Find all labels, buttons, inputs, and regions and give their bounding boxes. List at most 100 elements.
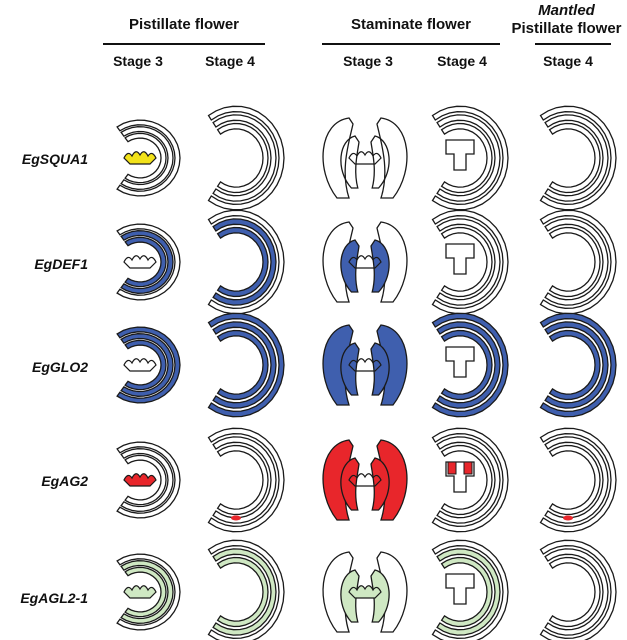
perianth-whorl xyxy=(436,321,501,409)
stamen-blade xyxy=(370,239,390,293)
header-rule-pistillate xyxy=(103,43,265,45)
perianth-whorl xyxy=(216,226,269,298)
gene-label: EgDEF1 xyxy=(34,256,88,272)
gene-label: EgSQUA1 xyxy=(21,151,88,167)
pistillode xyxy=(445,346,475,378)
flower-section xyxy=(207,209,285,315)
perianth-whorl xyxy=(539,312,617,418)
perianth-whorl xyxy=(544,436,609,524)
petal-blade xyxy=(376,117,408,199)
perianth-whorl xyxy=(548,122,601,194)
perianth-whorl xyxy=(212,114,277,202)
stage-label: Stage 3 xyxy=(113,53,163,69)
ovule-expression-dot xyxy=(563,515,573,521)
flower-section xyxy=(322,324,408,406)
flower-section xyxy=(322,551,408,633)
flower-section xyxy=(207,312,285,418)
perianth-whorl xyxy=(212,436,277,524)
pistillode xyxy=(445,139,475,171)
stage-label: Stage 4 xyxy=(205,53,255,69)
flower-section xyxy=(207,427,285,533)
header-mantled: Mantled xyxy=(538,2,595,19)
perianth-whorl xyxy=(436,548,501,636)
perianth-whorl xyxy=(120,126,174,190)
flower-section xyxy=(539,209,617,315)
perianth-whorl xyxy=(436,218,501,306)
flower-section xyxy=(116,553,181,631)
perianth-whorl xyxy=(548,226,601,298)
perianth-whorl xyxy=(124,236,167,288)
gynoecium xyxy=(123,473,157,487)
stamen-blade xyxy=(340,342,360,396)
perianth-whorl xyxy=(544,218,609,306)
perianth-whorl xyxy=(216,444,269,516)
perianth-whorl xyxy=(124,566,167,618)
perianth-whorl xyxy=(431,209,509,315)
perianth-whorl xyxy=(212,321,277,409)
perianth-whorl xyxy=(544,114,609,202)
gynoecium xyxy=(348,473,382,487)
header-pistillate-flower: Pistillate flower xyxy=(128,16,240,33)
flower-section xyxy=(431,105,509,211)
flower-section xyxy=(539,105,617,211)
perianth-whorl xyxy=(216,329,269,401)
gene-label: EgAGL2-1 xyxy=(20,590,88,606)
perianth-whorl xyxy=(120,333,174,397)
flower-section xyxy=(431,539,509,640)
flower-section xyxy=(116,326,181,404)
flower-section xyxy=(207,105,285,211)
perianth-whorl xyxy=(207,105,285,211)
header-staminate-flower: Staminate flower xyxy=(350,16,472,33)
perianth-whorl xyxy=(431,427,509,533)
flower-section xyxy=(116,119,181,197)
perianth-whorl xyxy=(124,454,167,506)
stage-label: Stage 3 xyxy=(343,53,393,69)
stamen-blade xyxy=(370,569,390,623)
perianth-whorl xyxy=(436,114,501,202)
flower-section xyxy=(116,441,181,519)
perianth-whorl xyxy=(116,119,181,197)
gynoecium xyxy=(123,151,157,165)
stamen-blade xyxy=(340,569,360,623)
header-rule-staminate xyxy=(322,43,500,45)
perianth-whorl xyxy=(539,427,617,533)
perianth-whorl xyxy=(440,556,493,628)
gynoecium xyxy=(123,255,157,269)
perianth-whorl xyxy=(440,444,493,516)
header-mantled-pistillate-flower: Pistillate flower xyxy=(511,20,622,37)
perianth-whorl xyxy=(207,427,285,533)
perianth-whorl xyxy=(431,539,509,640)
gynoecium xyxy=(348,585,382,599)
stamen-blade xyxy=(370,135,390,189)
staminode xyxy=(447,461,457,475)
flower-section xyxy=(539,427,617,533)
perianth-whorl xyxy=(116,223,181,301)
perianth-whorl xyxy=(544,321,609,409)
perianth-whorl xyxy=(548,329,601,401)
stage-label: Stage 4 xyxy=(543,53,593,69)
stamen-blade xyxy=(340,135,360,189)
flower-section xyxy=(322,439,408,521)
perianth-whorl xyxy=(212,218,277,306)
header-rule-mantled xyxy=(535,43,611,45)
perianth-whorl xyxy=(440,226,493,298)
gynoecium xyxy=(348,151,382,165)
stamen-blade xyxy=(340,457,360,511)
perianth-whorl xyxy=(539,539,617,640)
pistillode xyxy=(445,573,475,605)
perianth-whorl xyxy=(539,105,617,211)
staminode xyxy=(463,461,473,475)
petal-blade xyxy=(322,117,354,199)
stamen-blade xyxy=(370,457,390,511)
gynoecium xyxy=(348,358,382,372)
flower-section xyxy=(539,312,617,418)
perianth-whorl xyxy=(212,548,277,636)
flower-section xyxy=(207,539,285,640)
perianth-whorl xyxy=(548,556,601,628)
perianth-whorl xyxy=(120,560,174,624)
perianth-whorl xyxy=(116,441,181,519)
perianth-whorl xyxy=(124,339,167,391)
flower-section xyxy=(322,221,408,303)
stamen-blade xyxy=(370,342,390,396)
